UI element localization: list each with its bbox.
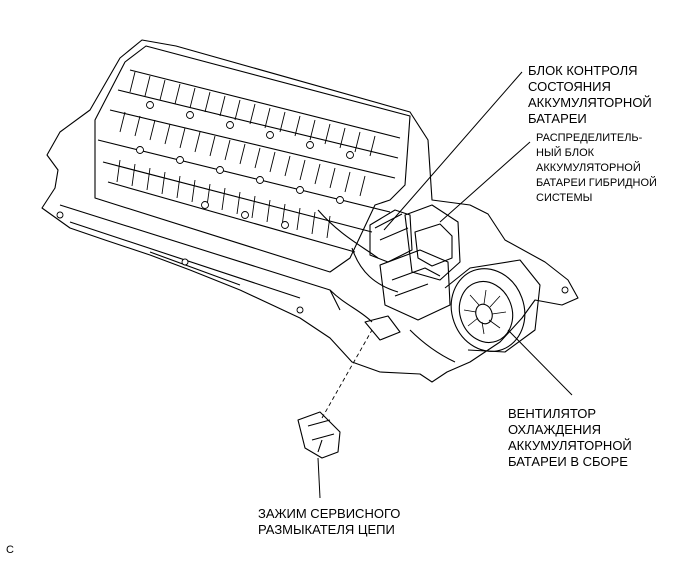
terminal-bolt — [281, 221, 289, 229]
cooling-fan-housing — [450, 268, 526, 352]
label-line: БАТАРЕИ В СБОРЕ — [508, 454, 628, 469]
label-line: РАЗМЫКАТЕЛЯ ЦЕПИ — [258, 522, 395, 537]
label-line: СОСТОЯНИЯ — [528, 79, 611, 94]
cooling-fan-hub — [475, 303, 493, 325]
cooling-fan-blades — [463, 289, 507, 335]
label-line: БЛОК КОНТРОЛЯ — [528, 63, 638, 78]
figure-code: C — [6, 544, 14, 556]
leader-line-service-plug — [317, 457, 321, 499]
junction-block — [391, 267, 441, 297]
service-plug-clip — [297, 411, 341, 459]
terminal-bolt — [176, 156, 184, 164]
terminal-bolt — [266, 131, 274, 139]
battery-monitor-unit — [369, 209, 413, 263]
label-line: БАТАРЕИ — [528, 111, 587, 126]
cooling-fan-duct — [444, 259, 541, 353]
terminal-bolt — [181, 258, 189, 266]
cell-ridges — [119, 111, 366, 197]
cell-ridges — [129, 71, 376, 157]
battery-monitor-unit — [374, 213, 409, 241]
leader-line-battery-monitor — [383, 71, 523, 231]
battery-monitor-label: БЛОК КОНТРОЛЯ СОСТОЯНИЯ АККУМУЛЯТОРНОЙ Б… — [528, 63, 652, 127]
side-plate — [149, 251, 241, 286]
cell-ridges — [116, 159, 331, 239]
cooling-fan-label: ВЕНТИЛЯТОР ОХЛАЖДЕНИЯ АККУМУЛЯТОРНОЙ БАТ… — [508, 406, 632, 470]
battery-module-stack — [94, 45, 411, 273]
junction-block — [379, 249, 451, 321]
leader-line-cooling-fan — [507, 329, 573, 396]
terminal-bolt — [346, 151, 354, 159]
label-line: АККУМУЛЯТОРНОЙ — [536, 162, 641, 174]
install-path-dashed — [321, 329, 373, 419]
terminal-bolt — [336, 196, 344, 204]
terminal-bolt — [296, 186, 304, 194]
terminal-bolt — [296, 306, 304, 314]
terminal-bolt — [56, 211, 64, 219]
terminal-bolt — [306, 141, 314, 149]
label-line: РАСПРЕДЕЛИТЕЛЬ- — [536, 132, 643, 144]
label-line: СИСТЕМЫ — [536, 192, 593, 204]
terminal-bolt — [561, 286, 569, 294]
label-line: ВЕНТИЛЯТОР — [508, 406, 597, 421]
terminal-bolt — [146, 101, 154, 109]
terminal-bolt — [201, 201, 209, 209]
label-line: ЗАЖИМ СЕРВИСНОГО — [258, 506, 401, 521]
cooling-fan-rotor — [458, 280, 514, 344]
junction-block — [404, 204, 461, 281]
junction-block — [414, 223, 453, 267]
wire-harness — [317, 209, 456, 363]
terminal-bolt — [256, 176, 264, 184]
module-row-line — [107, 181, 356, 253]
terminal-bolt — [186, 111, 194, 119]
label-line: ОХЛАЖДЕНИЯ — [508, 422, 601, 437]
module-row-line — [129, 69, 401, 139]
terminal-bolt — [216, 166, 224, 174]
module-row-line — [109, 109, 396, 179]
leader-line-junction-block — [439, 141, 531, 223]
module-row-line — [117, 89, 399, 159]
junction-block-label: РАСПРЕДЕЛИТЕЛЬ- НЫЙ БЛОК АККУМУЛЯТОРНОЙ … — [536, 131, 657, 206]
module-row-line — [102, 161, 373, 233]
label-line: АККУМУЛЯТОРНОЙ — [508, 438, 632, 453]
terminal-bolt — [136, 146, 144, 154]
label-line: НЫЙ БЛОК — [536, 147, 595, 159]
terminal-bolt — [226, 121, 234, 129]
service-plug-clip — [307, 419, 335, 453]
service-plug-label: ЗАЖИМ СЕРВИСНОГО РАЗМЫКАТЕЛЯ ЦЕПИ — [258, 506, 400, 538]
label-line: АККУМУЛЯТОРНОЙ — [528, 95, 652, 110]
battery-tray — [41, 39, 579, 383]
terminal-bolt — [241, 211, 249, 219]
service-plug-socket — [364, 315, 401, 341]
label-line: БАТАРЕИ ГИБРИДНОЙ — [536, 177, 657, 189]
